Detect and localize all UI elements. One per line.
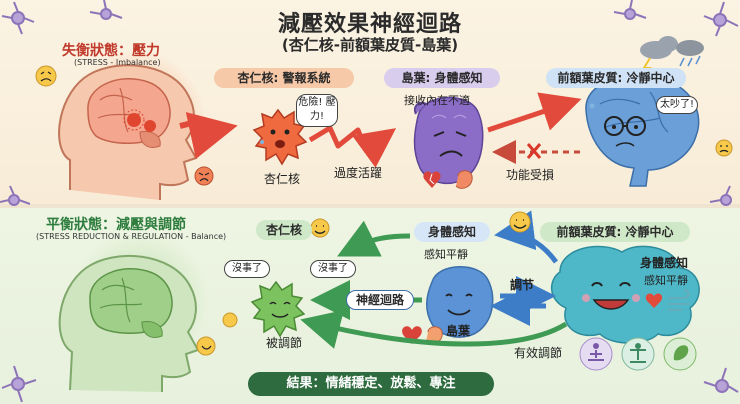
insula-body-pill: 島葉: 身體感知 xyxy=(384,68,500,88)
yoga-icon xyxy=(621,337,655,371)
stress-state-subtitle: (STRESS - Imbalance) xyxy=(74,58,161,67)
storm-cloud-icon xyxy=(640,36,704,77)
insula-sub-label: 接收內在不適 xyxy=(404,94,470,107)
insula-to-pfc-arrow xyxy=(487,92,582,133)
stressed-emoji-icon xyxy=(35,65,57,87)
pfc-to-insula-arrow xyxy=(494,210,559,264)
calm-head-icon xyxy=(58,230,210,392)
broken-heart-icon xyxy=(423,171,441,188)
section-divider xyxy=(0,204,740,208)
amygdala-label: 杏仁核 xyxy=(264,172,301,186)
happy-emoji-icon xyxy=(509,211,531,233)
stress-state-title: 失衡狀態：壓力 xyxy=(62,43,160,59)
effective-regulation-arrow xyxy=(300,310,568,349)
pfc-body-label: 身體感知 xyxy=(640,256,689,270)
pfc-calm-label: 感知平靜 xyxy=(644,274,688,287)
pfc-calm-center-pill: 前額葉皮質: 冷靜中心 xyxy=(540,222,690,242)
page-subtitle: (杏仁核-前額葉皮質-島葉) xyxy=(281,36,459,54)
blocked-x-icon xyxy=(526,143,542,159)
mind-leaf-icon xyxy=(663,337,697,371)
insula-label: 島葉 xyxy=(446,324,471,338)
relaxed-emoji-icon xyxy=(196,312,238,356)
heartbeat-heart-icon xyxy=(402,326,422,344)
overactive-arrow xyxy=(308,125,397,168)
happy-pfc-brain-icon xyxy=(551,245,700,344)
danger-bubble: 危險! 壓力! xyxy=(296,94,338,127)
effective-regulation-label: 有效調節 xyxy=(514,346,563,360)
ok-bubble-right: 沒事了 xyxy=(310,260,356,278)
angry-emoji-icon xyxy=(194,166,214,186)
result-banner: 結果：情緒穩定、放鬆、專注 xyxy=(248,372,494,396)
wind-icon xyxy=(668,289,690,311)
meditation-icon xyxy=(579,337,613,371)
pfc-calm-pill: 前額葉皮質: 冷靜中心 xyxy=(546,68,686,88)
neural-circuit-pill: 神經迴路 xyxy=(346,290,414,310)
balance-state-title: 平衡狀態：減壓與調節 xyxy=(46,217,186,233)
heart-health-icon xyxy=(645,293,663,308)
stress-signal-arrow xyxy=(179,112,238,160)
body-calm-label: 感知平靜 xyxy=(424,248,468,261)
stressed-head-icon xyxy=(58,50,205,200)
regulate-label: 調节 xyxy=(510,278,535,292)
insula-to-amygdala-arrow xyxy=(337,220,411,257)
noisy-bubble: 太吵了! xyxy=(656,96,698,114)
amygdala-calm-pill: 杏仁核 xyxy=(256,220,312,240)
stomach-icon xyxy=(455,170,473,189)
balance-state-subtitle: (STRESS REDUCTION & REGULATION - Balance… xyxy=(36,232,227,241)
worried-emoji-icon xyxy=(715,139,733,157)
body-sense-pill: 身體感知 xyxy=(414,222,490,242)
overactive-label: 過度活躍 xyxy=(334,166,383,180)
ok-bubble-left: 沒事了 xyxy=(224,260,270,278)
impaired-label: 功能受損 xyxy=(506,168,555,182)
page-title: 減壓效果神經迴路 xyxy=(277,12,462,37)
calm-amygdala-icon xyxy=(250,280,306,338)
calm-insula-icon xyxy=(426,266,494,338)
smile-emoji-icon xyxy=(310,218,330,238)
alarm-amygdala-icon xyxy=(252,108,308,166)
tired-pfc-brain-icon xyxy=(585,74,700,187)
amygdala-alarm-pill: 杏仁核: 警報系統 xyxy=(214,68,354,88)
regulated-label: 被調節 xyxy=(266,336,303,350)
stressed-insula-icon xyxy=(413,96,484,185)
